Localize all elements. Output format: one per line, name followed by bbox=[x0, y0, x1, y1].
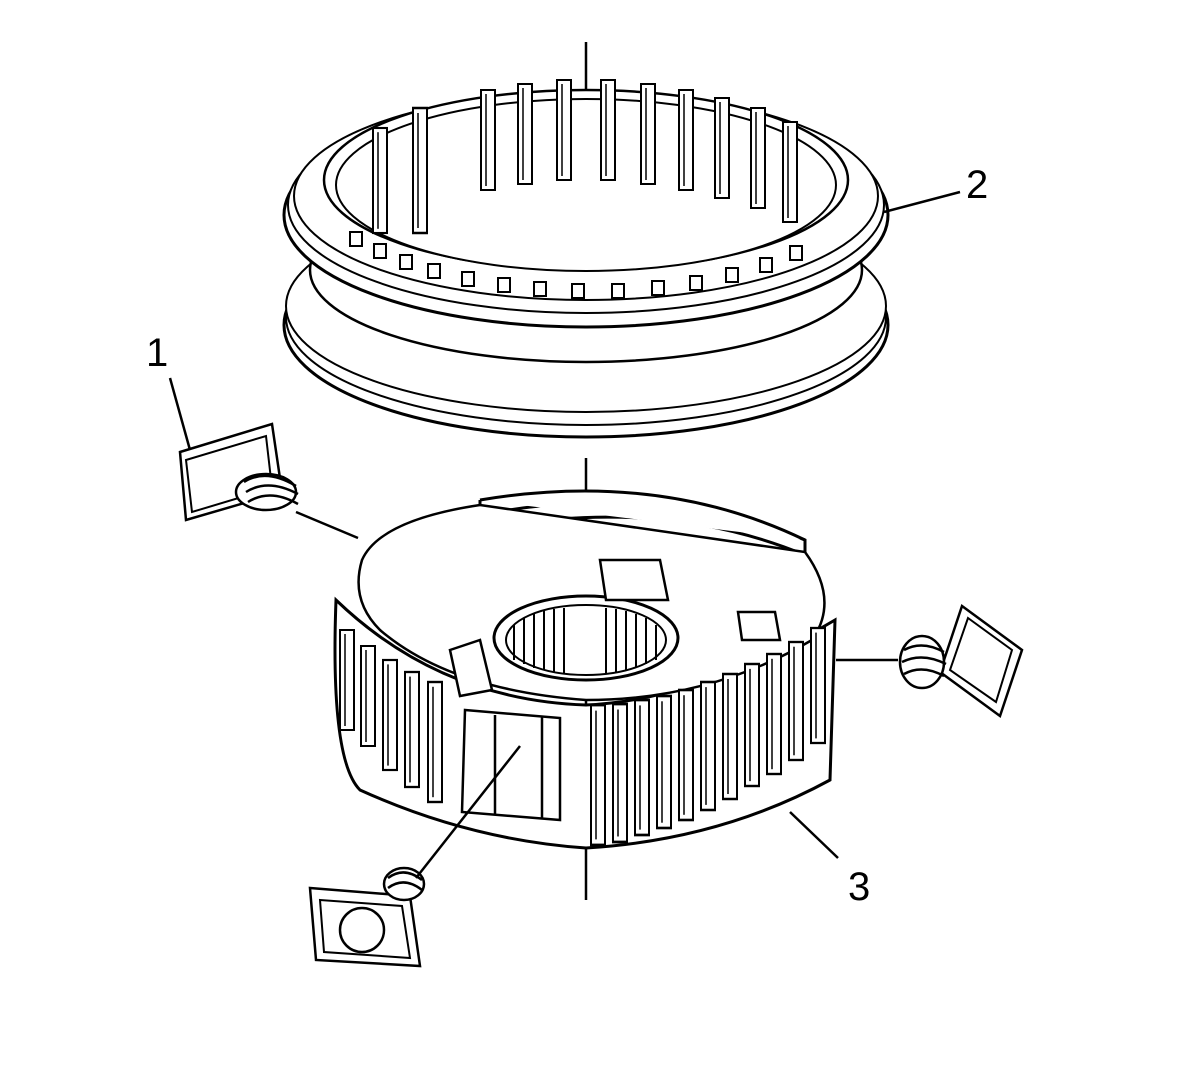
callout-1: 1 bbox=[146, 331, 168, 375]
hub-slot-cutouts bbox=[448, 558, 782, 822]
hub-bore-splines bbox=[513, 608, 657, 673]
leader-line-1 bbox=[168, 377, 192, 451]
strut-key-right bbox=[836, 603, 1024, 719]
sleeve-front-notches bbox=[349, 231, 803, 299]
callout-3: 3 bbox=[848, 865, 870, 909]
strut-key-left bbox=[178, 422, 359, 540]
strut-key-bottom bbox=[308, 745, 521, 968]
leader-line-2 bbox=[883, 190, 961, 214]
leader-line-3 bbox=[789, 811, 839, 859]
callout-2: 2 bbox=[966, 163, 988, 207]
leader-lines bbox=[168, 190, 961, 859]
